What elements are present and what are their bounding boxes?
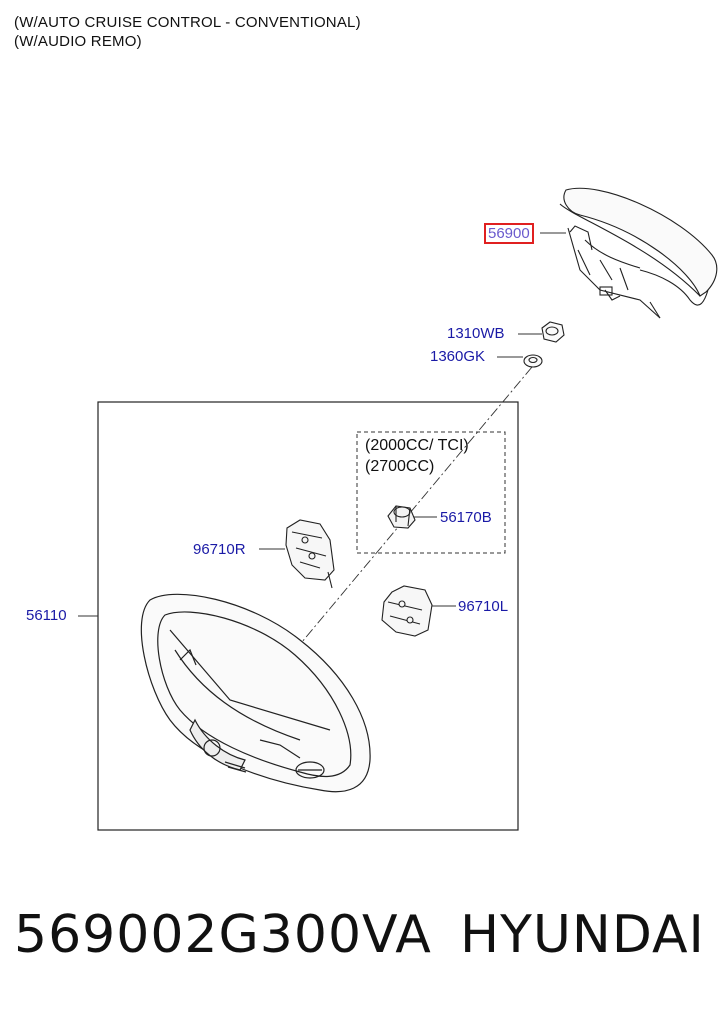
callout-switch-96710l[interactable]: 96710L (458, 598, 509, 615)
part-number: 569002G300VA (14, 905, 432, 965)
callout-washer-1360gk[interactable]: 1360GK (430, 348, 486, 365)
switch-left-drawing (381, 585, 433, 637)
brand-name: HYUNDAI (460, 905, 705, 965)
nut-drawing (541, 321, 565, 343)
diagram-subtitle-1: (W/AUTO CRUISE CONTROL - CONVENTIONAL) (14, 14, 361, 31)
airbag-module-drawing (559, 187, 718, 319)
option-note-line2: (2700CC) (365, 458, 435, 475)
callout-airbag-56900[interactable]: 56900 (484, 223, 534, 244)
option-note-line1: (2000CC/ TCI) (365, 437, 469, 454)
diagram-subtitle-2: (W/AUDIO REMO) (14, 33, 142, 50)
damper-drawing (387, 505, 416, 529)
callout-damper-56170b[interactable]: 56170B (440, 509, 492, 526)
callout-switch-96710r[interactable]: 96710R (193, 541, 246, 558)
steering-wheel-drawing (140, 593, 371, 793)
callout-nut-1310wb[interactable]: 1310WB (447, 325, 505, 342)
callout-wheel-56110[interactable]: 56110 (26, 607, 67, 624)
option-frame (356, 431, 506, 554)
washer-drawing (523, 354, 543, 368)
switch-right-drawing (285, 519, 335, 589)
